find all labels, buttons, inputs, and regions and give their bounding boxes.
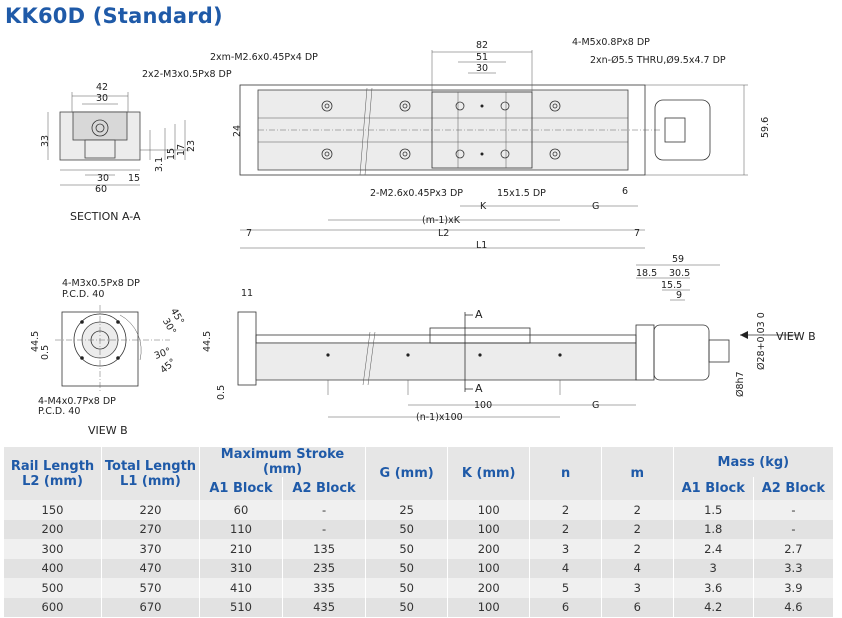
dim-17: 17: [176, 144, 187, 156]
dim-24: 24: [232, 125, 243, 137]
dim-44-5-viewb: 44.5: [30, 331, 41, 352]
dim-0-5-viewb: 0.5: [40, 345, 51, 360]
dim-7-left: 7: [246, 228, 252, 239]
header-k: K (mm): [447, 447, 531, 500]
dim-8-h7: Ø8h7: [735, 371, 746, 397]
page-title: KK60D (Standard): [5, 4, 223, 28]
dim-59: 59: [672, 254, 684, 265]
header-stroke-a2: A2 Block: [282, 477, 367, 500]
dim-11: 11: [241, 288, 253, 299]
header-total-length: Total Length L1 (mm): [101, 447, 200, 500]
dim-15: 15: [128, 173, 140, 184]
section-marker-top: A: [475, 308, 483, 321]
dim-0-5-side: 0.5: [216, 385, 227, 400]
dim-30-5: 30.5: [669, 268, 690, 279]
callout-m3-pcd: 4-M3x0.5Px8 DP: [62, 278, 140, 289]
dim-6: 6: [622, 186, 628, 197]
dim-42: 42: [96, 82, 108, 93]
dim-82: 82: [476, 40, 488, 51]
dim-30-bottom: 30: [97, 173, 109, 184]
dim-g: G: [592, 201, 599, 212]
dim-n-100: (n-1)x100: [416, 412, 463, 423]
dim-23: 23: [186, 140, 197, 152]
technical-drawing: 42 30 33 30 15 60 3.1 15 17 23 SECTION A…: [30, 37, 816, 437]
dim-59-6: 59.6: [760, 117, 771, 138]
view-b-label: VIEW B: [88, 424, 128, 437]
callout-m5: 4-M5x0.8Px8 DP: [572, 37, 650, 48]
dim-30-top: 30: [96, 93, 108, 104]
dim-15-5: 15.5: [661, 280, 682, 291]
view-b-drawing: [55, 305, 170, 392]
dim-100: 100: [474, 400, 492, 411]
callout-m3-x8: 2x2-M3x0.5Px8 DP: [142, 69, 232, 80]
header-m: m: [601, 447, 674, 500]
section-marker-bottom: A: [475, 382, 483, 395]
callout-pcd40-b: P.C.D. 40: [38, 406, 80, 417]
dim-9: 9: [676, 290, 682, 301]
dim-30deg-2: 30°: [153, 346, 173, 362]
callout-pcd40-a: P.C.D. 40: [62, 289, 104, 300]
header-max-stroke: Maximum Stroke (mm): [199, 447, 367, 477]
callout-m4-pcd: 4-M4x0.7Px8 DP: [38, 396, 116, 407]
header-mass-a1: A1 Block: [673, 477, 754, 500]
header-n: n: [529, 447, 602, 500]
dim-m-k: (m-1)xK: [422, 215, 461, 226]
callout-thru: 2xn-Ø5.5 THRU,Ø9.5x4.7 DP: [590, 55, 726, 66]
dim-3-1: 3.1: [154, 157, 165, 172]
dim-33: 33: [40, 135, 51, 147]
header-mass: Mass (kg): [673, 447, 835, 477]
side-elevation-view: [237, 264, 800, 418]
dim-k: K: [480, 201, 487, 212]
header-stroke-a1: A1 Block: [199, 477, 284, 500]
dim-51: 51: [476, 52, 488, 63]
header-mass-a2: A2 Block: [753, 477, 835, 500]
callout-dp15: 15x1.5 DP: [497, 188, 546, 199]
top-plan-view: [239, 50, 748, 249]
section-a-a-view: [47, 92, 190, 186]
view-b-arrow-label: VIEW B: [776, 330, 816, 343]
dim-28-h7: Ø28+0.03 0: [756, 312, 767, 370]
dim-l1: L1: [476, 240, 487, 251]
dim-30-block: 30: [476, 63, 488, 74]
callout-m26-x3: 2-M2.6x0.45Px3 DP: [370, 188, 463, 199]
dim-l2: L2: [438, 228, 449, 239]
dim-60: 60: [95, 184, 107, 195]
dim-44-5-side: 44.5: [202, 331, 213, 352]
spec-table: Rail Length L2 (mm) Total Length L1 (mm)…: [4, 447, 835, 617]
header-rail-length: Rail Length L2 (mm): [4, 447, 102, 500]
section-label: SECTION A-A: [70, 210, 141, 223]
dim-g-side: G: [592, 400, 599, 411]
dim-18-5: 18.5: [636, 268, 657, 279]
callout-m26-x4: 2xm-M2.6x0.45Px4 DP: [210, 52, 318, 63]
dim-15-side: 15: [166, 148, 177, 160]
dim-7-right: 7: [634, 228, 640, 239]
header-g: G (mm): [365, 447, 449, 500]
